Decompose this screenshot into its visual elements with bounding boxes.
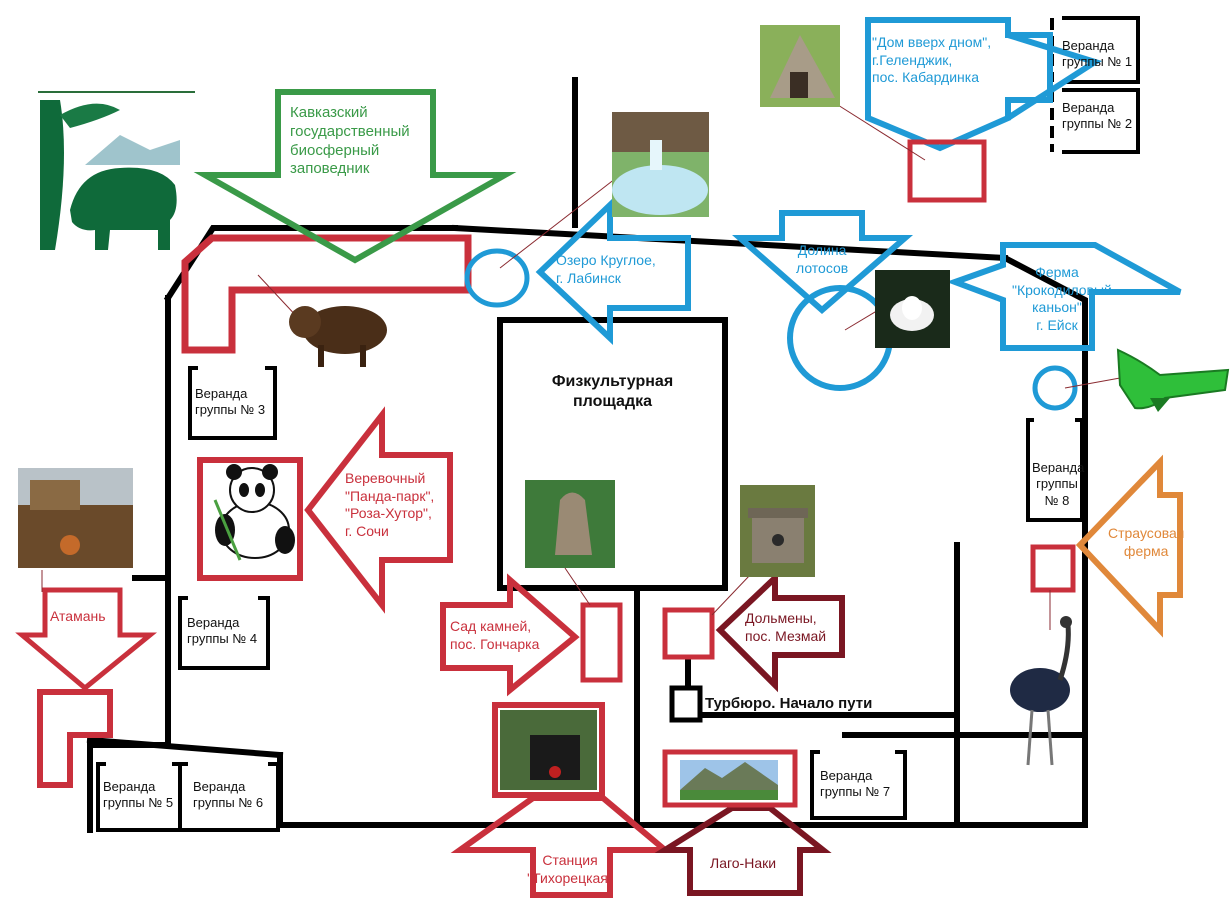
upside-house-marker <box>907 139 987 203</box>
crocodile-farm-label: Ферма "Крокодиловый каньон" г. Ейск <box>1012 264 1112 333</box>
veranda-7-label: Веранда группы № 7 <box>820 768 891 800</box>
veranda-8-label: Веранда группы № 8 <box>1032 460 1085 508</box>
veranda-1-label: Веранда группы № 1 <box>1062 38 1133 70</box>
veranda-2-label: Веранда группы № 2 <box>1062 100 1133 132</box>
stone-garden-photo-icon <box>525 480 615 568</box>
lake-arrow <box>535 197 691 345</box>
veranda-5-label: Веранда группы № 5 <box>103 779 174 811</box>
building-walls <box>86 77 1088 833</box>
lake-marker <box>464 248 530 308</box>
dolmens-label: Дольмены, пос. Мезмай <box>745 610 827 644</box>
station-marker <box>492 702 605 798</box>
reserve-path-shape <box>181 234 472 354</box>
lago-naki-arrow <box>654 805 832 896</box>
upside-house-photo-icon <box>760 25 840 107</box>
train-photo-icon <box>500 710 597 790</box>
crocodile-farm-arrow <box>946 242 1182 351</box>
pointer-line <box>499 174 621 269</box>
ostrich-farm-arrow <box>1075 454 1183 638</box>
upside-house-label: "Дом вверх дном", г.Геленджик, пос. Каба… <box>872 34 992 85</box>
stone-garden-marker <box>580 602 623 683</box>
lotus-valley-arrow <box>732 210 914 314</box>
upside-house-arrow <box>865 17 1053 152</box>
caucasus-reserve-label: Кавказский государственный биосферный за… <box>290 104 410 178</box>
veranda-3-label: Веранда группы № 3 <box>195 386 266 418</box>
tour-bureau-label: Турбюро. Начало пути <box>705 695 873 712</box>
lake-label: Озеро Круглое, г. Лабинск <box>556 252 656 286</box>
panda-park-marker <box>197 457 303 581</box>
veranda-6-label: Веранда группы № 6 <box>193 779 264 811</box>
panda-park-label: Веревочный "Панда-парк", "Роза-Хутор", г… <box>345 470 435 539</box>
crocodile-icon <box>1116 348 1230 412</box>
village-photo-icon <box>18 468 133 568</box>
lago-naki-label: Лаго-Наки <box>710 855 777 871</box>
ataman-arrow <box>15 587 158 692</box>
ostrich-icon <box>1010 616 1072 766</box>
veranda-4-label: Веранда группы № 4 <box>187 615 258 647</box>
lake-photo-icon <box>612 112 709 217</box>
stone-garden-arrow <box>440 573 580 697</box>
bison-icon <box>289 306 387 367</box>
ostrich-farm-marker <box>1030 544 1076 593</box>
ataman-label: Атамань <box>50 608 106 624</box>
crocodile-farm-marker <box>1032 365 1078 411</box>
veranda-boxes <box>96 16 1140 832</box>
sports-ground-label: Физкультурная площадка <box>551 373 674 410</box>
station-label: Станция "Тихорецкая" <box>527 852 613 886</box>
dolmens-arrow <box>715 571 845 693</box>
lotus-photo-icon <box>875 270 950 348</box>
upside-house-arrowhead <box>1006 32 1103 121</box>
pointer-line <box>1064 377 1121 389</box>
station-arrow <box>450 795 674 898</box>
tour-bureau-box <box>669 685 703 723</box>
panda-park-arrow <box>304 406 453 614</box>
panda-icon <box>213 464 295 561</box>
lago-naki-marker <box>662 749 798 808</box>
ataman-marker <box>37 689 113 788</box>
dolmens-marker <box>662 607 715 660</box>
pointer-line <box>711 574 751 616</box>
ostrich-farm-label: Страусовая ферма <box>1108 525 1185 559</box>
caucasus-reserve-arrow <box>193 89 517 264</box>
stone-garden-label: Сад камней, пос. Гончарка <box>450 618 540 652</box>
pointer-line <box>564 567 591 606</box>
bison-logo-icon <box>38 91 195 250</box>
mountains-photo-icon <box>680 760 778 800</box>
lotus-valley-label: Долина лотосов <box>796 242 849 276</box>
dolmen-photo-icon <box>740 485 815 577</box>
pointer-line <box>829 99 926 161</box>
